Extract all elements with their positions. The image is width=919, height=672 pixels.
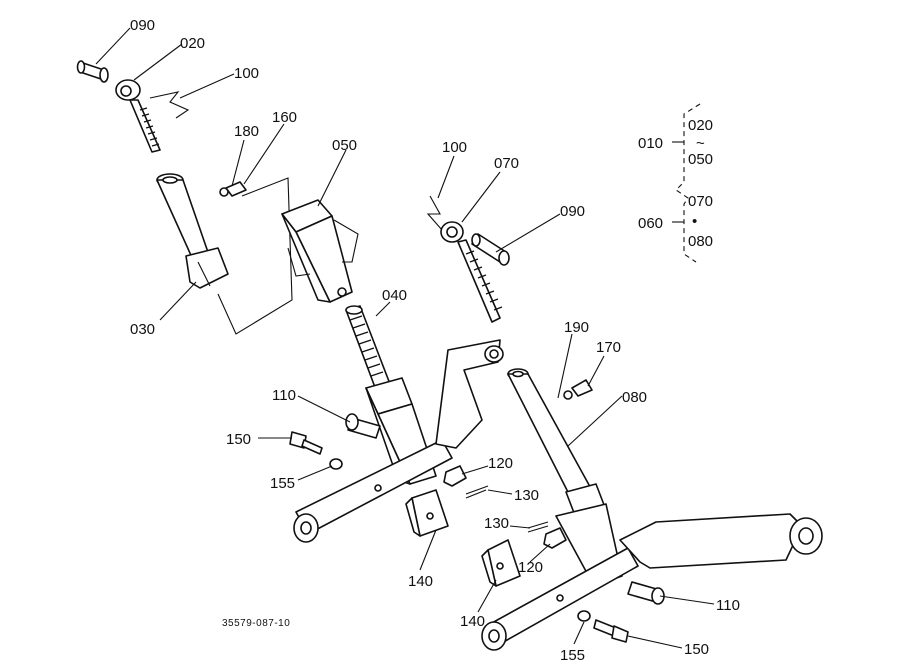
label-190: 190 (564, 319, 589, 336)
label-180: 180 (234, 123, 259, 140)
pin-090-top (76, 60, 109, 83)
dash-outline-030-050 (217, 177, 293, 335)
label-100-mid: 100 (442, 139, 467, 156)
label-030: 030 (130, 321, 155, 338)
bolt-150-right (593, 619, 629, 643)
block-140-right (481, 539, 521, 587)
nut-120-right (543, 527, 567, 549)
cotter-130-right (527, 521, 549, 533)
legend-assy-010-to: 050 (688, 151, 713, 168)
legend-brackets (672, 103, 701, 263)
bolt-110-right (627, 581, 665, 605)
label-150-left: 150 (226, 431, 251, 448)
label-070-mid: 070 (494, 155, 519, 172)
legend-assy-060-dot: • (692, 213, 697, 230)
leader-lines (95, 27, 715, 649)
rod-end-020-top (115, 79, 161, 153)
label-100-top: 100 (234, 65, 259, 82)
grease-nipple-160 (219, 181, 247, 197)
label-110-right: 110 (716, 597, 740, 614)
block-140-left (405, 489, 449, 537)
label-170: 170 (596, 339, 621, 356)
bolt-150-left (289, 431, 323, 455)
rod-end-070 (440, 221, 503, 323)
lower-link-left (293, 339, 504, 543)
lower-link-right (481, 513, 823, 651)
label-160: 160 (272, 109, 297, 126)
label-140-right: 140 (460, 613, 485, 630)
bracket-050 (281, 199, 359, 303)
label-130-left: 130 (514, 487, 539, 504)
legend-assy-010: 010 (638, 135, 663, 152)
nut-120-left (443, 465, 467, 487)
grease-fitting-170 (563, 379, 593, 400)
label-090-top: 090 (130, 17, 155, 34)
bolt-110-left (345, 413, 381, 439)
lift-rod-080 (507, 368, 623, 587)
label-120-left: 120 (488, 455, 513, 472)
cotter-130-left (465, 485, 489, 499)
legend-assy-060-from: 070 (688, 193, 713, 210)
legend-assy-010-tilde: ~ (696, 135, 705, 152)
label-120-right: 120 (518, 559, 543, 576)
washer-155-left (329, 458, 343, 470)
label-155-right: 155 (560, 647, 585, 664)
sleeve-030 (156, 173, 229, 289)
snap-pin-100-top (149, 91, 190, 119)
label-020-top: 020 (180, 35, 205, 52)
legend-assy-010-from: 020 (688, 117, 713, 134)
drawing-code: 35579-087-10 (222, 618, 290, 629)
washer-155-right (577, 610, 591, 622)
label-110-left: 110 (272, 387, 296, 404)
label-155-left: 155 (270, 475, 295, 492)
label-040: 040 (382, 287, 407, 304)
label-090-mid: 090 (560, 203, 585, 220)
label-050: 050 (332, 137, 357, 154)
pin-090-mid (471, 233, 510, 266)
label-150-right: 150 (684, 641, 709, 658)
label-140-left: 140 (408, 573, 433, 590)
legend-assy-060-to: 080 (688, 233, 713, 250)
label-130-right: 130 (484, 515, 509, 532)
label-080: 080 (622, 389, 647, 406)
legend-assy-060: 060 (638, 215, 663, 232)
